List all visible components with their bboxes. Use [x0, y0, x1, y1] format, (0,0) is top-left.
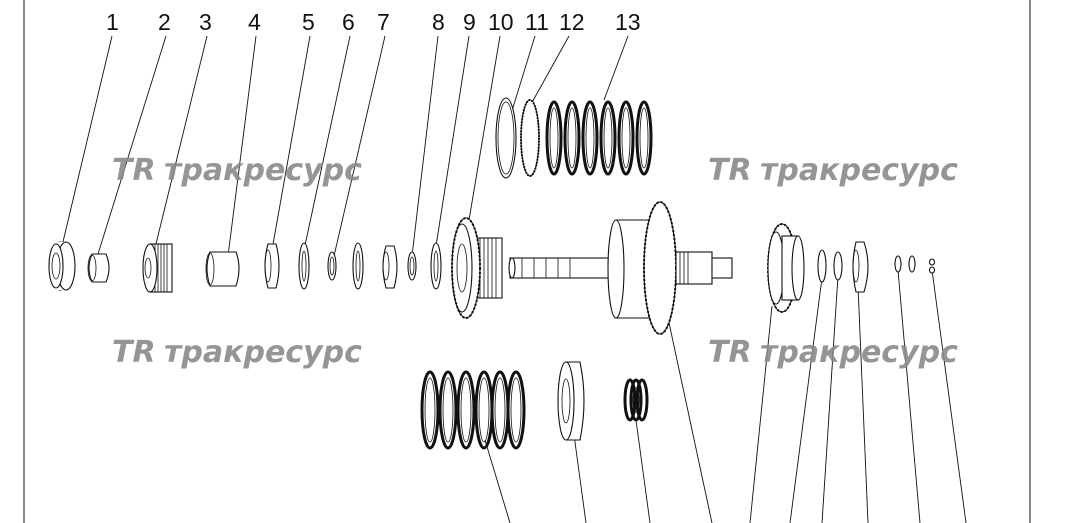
callout-3: 3 [199, 9, 212, 35]
part-11-snap-ring [495, 97, 517, 179]
callout-1: 1 [106, 9, 119, 35]
callout-13: 13 [615, 9, 641, 35]
right-small-parts [817, 241, 936, 293]
part-4-sleeve [205, 251, 240, 287]
watermark-bottom-right: TR трaкресурс [708, 335, 958, 370]
drum-gear [607, 201, 733, 335]
watermark-text: трaкресурс [760, 153, 958, 188]
watermark-bottom-left: TR трaкресурс [112, 335, 362, 370]
part-8-ring [407, 251, 417, 281]
part-3-gear [142, 243, 173, 293]
watermark-text: трaкресурс [164, 335, 362, 370]
callout-12: 12 [559, 9, 585, 35]
callout-numbers: 1 2 3 4 5 6 7 8 9 10 11 12 13 [106, 9, 641, 35]
part-2-bushing [87, 253, 110, 283]
callout-2: 2 [158, 9, 171, 35]
right-gear [767, 223, 805, 313]
part-10-large-gear [451, 217, 503, 319]
part-6-washer [298, 242, 310, 290]
watermark-logo: TR [708, 153, 752, 188]
watermark-logo: TR [708, 335, 752, 370]
callout-7: 7 [377, 9, 390, 35]
main-shaft [508, 257, 621, 279]
part-12-13-clutch-pack [520, 99, 653, 177]
part-9-washer [430, 242, 442, 290]
watermark-top-left: TR трaкресурс [112, 153, 362, 188]
lower-clutch-discs [420, 370, 526, 450]
watermarks: TR трaкресурс TR трaкресурс TR трaкресур… [112, 153, 958, 370]
lower-piston [557, 361, 585, 441]
intermediate-rings [352, 242, 398, 290]
callout-10: 10 [488, 9, 514, 35]
callout-8: 8 [432, 9, 445, 35]
callout-4: 4 [248, 9, 261, 35]
part-5-ring [264, 243, 280, 289]
watermark-top-right: TR трaкресурс [708, 153, 958, 188]
part-7-ring [327, 251, 337, 281]
callout-9: 9 [463, 9, 476, 35]
part-1-bearing [48, 241, 76, 291]
callout-6: 6 [342, 9, 355, 35]
watermark-text: трaкресурс [760, 335, 958, 370]
watermark-logo: TR [112, 335, 156, 370]
callout-11: 11 [525, 9, 549, 35]
watermark-text: трaкресурс [164, 153, 362, 188]
leader-lines [61, 35, 967, 523]
callout-5: 5 [302, 9, 315, 35]
watermark-logo: TR [112, 153, 156, 188]
lower-spring [623, 378, 649, 422]
